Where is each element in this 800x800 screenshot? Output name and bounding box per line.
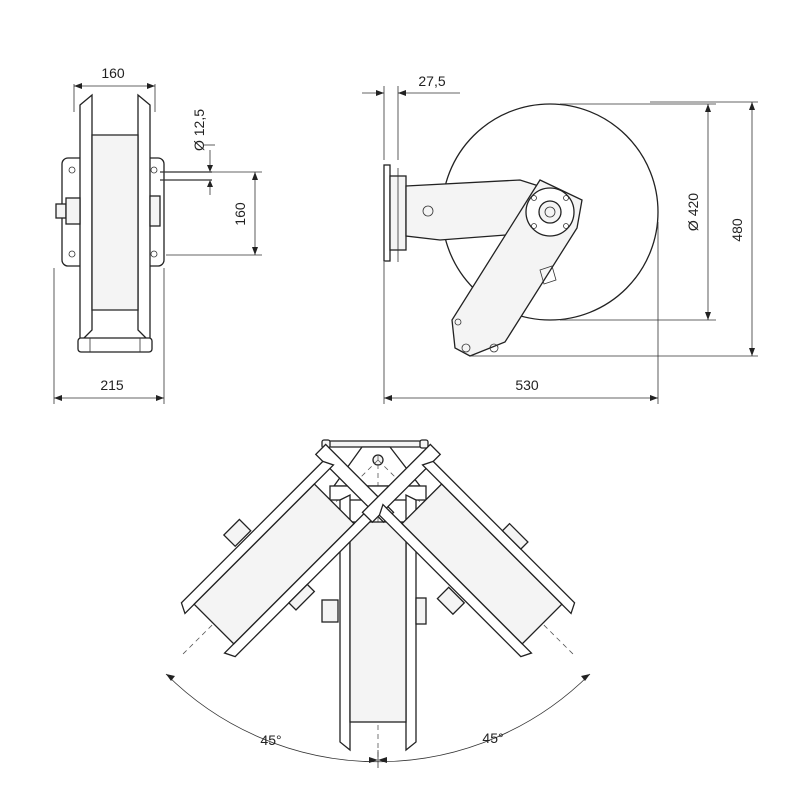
front-right-flange (137, 93, 151, 344)
dim-pipe-diameter: Ø 12,5 (191, 109, 207, 151)
ceiling-bracket-plate (325, 440, 425, 448)
center-drum (349, 521, 407, 723)
dim-bracket-height: 160 (232, 202, 248, 226)
center-swivel (321, 599, 339, 623)
side-hub-inner (538, 200, 562, 224)
dim-plate-thickness: 27,5 (418, 73, 445, 89)
front-bottom-roller (77, 337, 153, 353)
swivel-top-view: 45° 45° (165, 439, 591, 768)
side-view: 27,5 Ø 420 480 530 (362, 73, 758, 404)
dim-total-height: 480 (729, 218, 745, 242)
front-swivel-inlet (55, 203, 67, 219)
dim-front-width-bottom: 215 (100, 377, 124, 393)
side-wall-plate (383, 164, 391, 262)
reel-right-position (361, 443, 576, 658)
front-drum-core (91, 134, 139, 311)
front-view: 160 Ø 12,5 160 215 (53, 65, 262, 404)
angle-right-label: 45° (482, 730, 503, 746)
front-left-flange (79, 93, 93, 344)
mounting-hole (150, 166, 158, 174)
reel-left-position (180, 443, 395, 658)
dim-reel-diameter: Ø 420 (685, 193, 701, 231)
side-arm-bolt (422, 205, 434, 217)
front-axle-end (149, 195, 161, 227)
angle-left-label: 45° (260, 732, 281, 748)
front-swivel-body (65, 197, 81, 225)
mounting-hole (150, 250, 158, 258)
mounting-hole (68, 250, 76, 258)
mounting-hole (68, 166, 76, 174)
dim-front-width-top: 160 (101, 65, 125, 81)
dim-total-depth: 530 (515, 377, 539, 393)
